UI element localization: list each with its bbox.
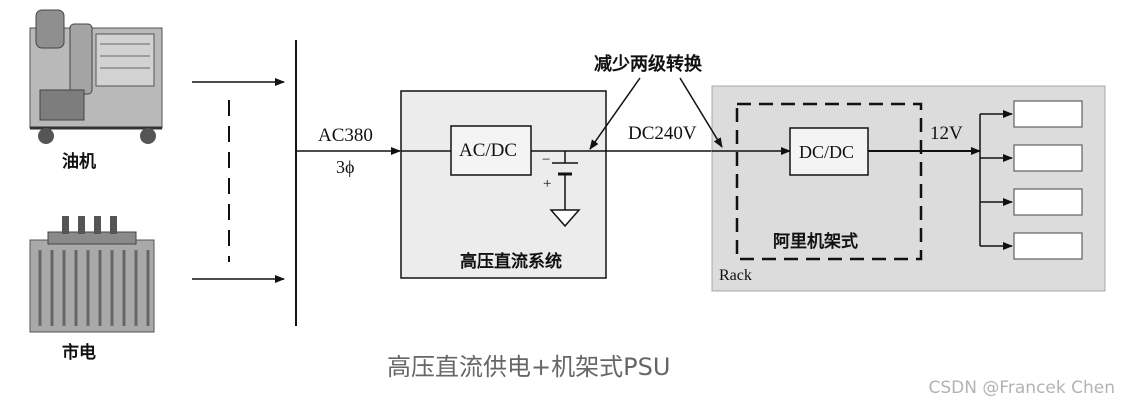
transformer-illustration (29, 216, 155, 333)
dcdc-converter-box (789, 127, 869, 176)
callout-arrow-right (679, 77, 723, 148)
battery-icon (552, 151, 578, 210)
diagram-caption: 高压直流供电+机架式PSU (387, 353, 671, 381)
server-box (1013, 144, 1083, 172)
dc240v-label: DC240V (628, 123, 697, 144)
generator-label: 油机 (62, 152, 96, 172)
hvdc-title: 高压直流系统 (460, 252, 562, 272)
generator-illustration (29, 9, 163, 144)
callout-label: 减少两级转换 (594, 54, 702, 75)
dcdc-label: DC/DC (799, 142, 855, 162)
acdc-converter-box (450, 125, 532, 176)
battery-plus-label: + (543, 176, 552, 192)
battery-minus-label: − (542, 152, 551, 168)
mains-label: 市电 (62, 343, 96, 363)
rack-label: Rack (719, 267, 752, 284)
hvdc-system-box (400, 90, 607, 279)
output-12v-label: 12V (930, 123, 963, 144)
rack-frame-title: 阿里机架式 (773, 232, 858, 252)
watermark: CSDN @Francek Chen (928, 378, 1115, 398)
server-box (1013, 100, 1083, 128)
callout-arrow-left (589, 77, 641, 150)
rack-frame-dashed (735, 102, 923, 261)
acdc-label: AC/DC (459, 140, 518, 161)
ground-icon (549, 209, 581, 228)
ac380-label: AC380 (318, 125, 373, 146)
phase-label: 3ϕ (336, 157, 355, 177)
server-box (1013, 188, 1083, 216)
server-box (1013, 232, 1083, 260)
